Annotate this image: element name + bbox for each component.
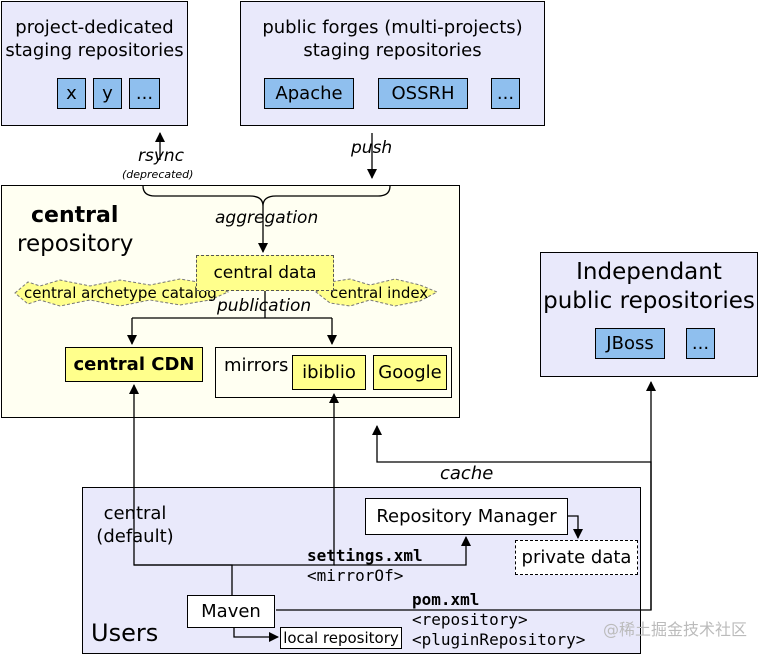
settings-xml-label: settings.xml: [307, 546, 423, 565]
central-index: central index: [330, 284, 429, 302]
pom-xml-label: pom.xml: [412, 590, 480, 609]
central-title-rest: repository: [17, 231, 134, 257]
staging-repo-more: ...: [129, 78, 160, 109]
deprecated-label: (deprecated): [122, 168, 194, 181]
rsync-label: rsync: [138, 146, 185, 166]
forge-more: ...: [491, 78, 520, 109]
pom-independent-line: [276, 381, 656, 611]
forge-ossrh: OSSRH: [378, 78, 468, 109]
mirror-ibiblio: ibiblio: [292, 355, 366, 390]
central-archetype-catalog: central archetype catalog: [24, 284, 217, 302]
settings-rm-line: [334, 536, 471, 566]
central-data-box: central data: [196, 255, 334, 291]
independent-title: Independant public repositories: [543, 259, 755, 314]
central-title-bold: central: [31, 203, 119, 228]
publication-label: publication: [217, 296, 312, 316]
watermark: @稀土掘金技术社区: [603, 620, 748, 639]
mirror-google: Google: [373, 355, 447, 390]
central-default-label: central (default): [96, 503, 174, 547]
maven-box: Maven: [187, 595, 275, 628]
private-data-box: private data: [515, 540, 638, 575]
staging-repo-x: x: [57, 78, 86, 109]
repository-manager-box: Repository Manager: [365, 498, 568, 535]
rm-private-arrow: [568, 515, 583, 539]
mirror-of-label: <mirrorOf>: [307, 566, 404, 585]
project-staging-title: project-dedicated staging repositories: [5, 17, 184, 61]
maven-local-arrow: [233, 626, 279, 642]
publication-line: [132, 291, 332, 319]
aggregation-label: aggregation: [215, 208, 319, 228]
local-repository-box: local repository: [280, 627, 402, 649]
staging-repo-y: y: [93, 78, 122, 109]
central-cdn-box: central CDN: [65, 347, 203, 382]
plugin-repository-tag-label: <pluginRepository>: [412, 630, 586, 649]
independent-repo-more: ...: [686, 328, 715, 359]
mirrors-label: mirrors: [224, 355, 289, 376]
users-title: Users: [91, 619, 159, 647]
cache-label: cache: [440, 463, 494, 484]
repo-jboss: JBoss: [595, 328, 665, 359]
push-label: push: [351, 138, 393, 158]
forge-apache: Apache: [264, 78, 354, 109]
repository-tag-label: <repository>: [412, 610, 528, 629]
public-forges-title: public forges (multi-projects) staging r…: [262, 17, 523, 61]
